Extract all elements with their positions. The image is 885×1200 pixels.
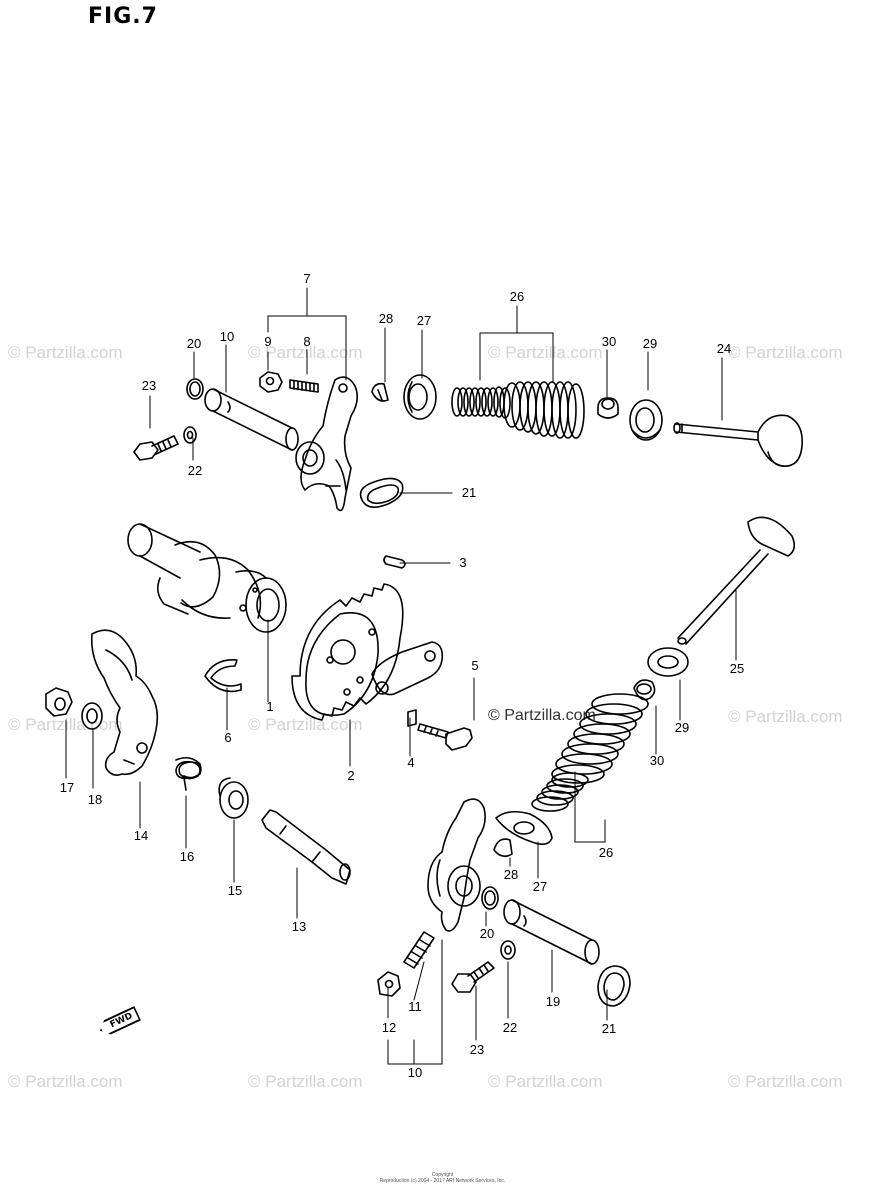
lower-valve-group (377, 516, 796, 1007)
callout-8: 8 (303, 334, 311, 349)
callout-13: 13 (291, 919, 307, 934)
upper-rocker-group (133, 371, 404, 512)
callout-5: 5 (471, 658, 479, 673)
copyright-footer: Copyright Reproduction (c) 2004 - 2017 A… (0, 1172, 885, 1184)
left-lower-group (45, 629, 351, 885)
watermark: © Partzilla.com (248, 1072, 363, 1091)
callout-9: 9 (264, 334, 272, 349)
callout-26: 26 (509, 289, 525, 304)
watermark-center: © Partzilla.com (488, 707, 596, 724)
callout-15: 15 (227, 883, 243, 898)
watermark: © Partzilla.com (248, 715, 363, 734)
callout-23-lower: 23 (469, 1042, 485, 1057)
clip-6 (204, 659, 242, 693)
cam-sprocket (291, 583, 473, 751)
callout-18: 18 (87, 792, 103, 807)
callout-10-lower: 10 (407, 1065, 423, 1080)
callout-28: 28 (378, 311, 394, 326)
watermark: © Partzilla.com (488, 343, 603, 362)
callout-1: 1 (266, 699, 274, 714)
callout-21-lower: 21 (601, 1021, 617, 1036)
callout-27-lower: 27 (532, 879, 548, 894)
callout-22: 22 (187, 463, 203, 478)
dowel-pin-3 (383, 555, 406, 569)
copyright-line-1: Copyright (431, 1172, 454, 1178)
callout-28-lower: 28 (503, 867, 519, 882)
watermark: © Partzilla.com (8, 1072, 123, 1091)
figure-title: FIG.7 (88, 4, 158, 29)
camshaft (127, 523, 287, 633)
watermark: © Partzilla.com (248, 343, 363, 362)
callout-19: 19 (545, 994, 561, 1009)
watermark: © Partzilla.com (728, 707, 843, 726)
callout-6: 6 (224, 730, 232, 745)
callout-30-lower: 30 (649, 753, 665, 768)
callout-16: 16 (179, 849, 195, 864)
callout-23: 23 (141, 378, 157, 393)
callout-24: 24 (716, 341, 732, 356)
callout-29-lower: 29 (674, 720, 690, 735)
watermark: © Partzilla.com (728, 343, 843, 362)
callout-10: 10 (219, 329, 235, 344)
callout-12: 12 (381, 1020, 397, 1035)
watermark: © Partzilla.com (488, 1072, 603, 1091)
callout-20-lower: 20 (479, 926, 495, 941)
callout-26-lower: 26 (598, 845, 614, 860)
callout-2: 2 (347, 768, 355, 783)
callout-7: 7 (303, 271, 311, 286)
copyright-line-2: Reproduction (c) 2004 - 2017 ARI Network… (379, 1178, 506, 1184)
callout-3: 3 (459, 555, 467, 570)
watermark: © Partzilla.com (728, 1072, 843, 1091)
callout-11: 11 (408, 999, 422, 1014)
callout-29: 29 (642, 336, 658, 351)
leader-lines (65, 287, 737, 1065)
callout-22-lower: 22 (502, 1020, 518, 1035)
callout-14: 14 (133, 828, 149, 843)
callout-30: 30 (601, 334, 617, 349)
callout-27: 27 (416, 313, 432, 328)
callout-20: 20 (186, 336, 202, 351)
callout-25: 25 (729, 661, 745, 676)
callout-17: 17 (59, 780, 75, 795)
callout-21: 21 (461, 485, 477, 500)
callout-4: 4 (407, 755, 415, 770)
upper-valve-group (371, 374, 804, 467)
watermark: © Partzilla.com (8, 343, 123, 362)
